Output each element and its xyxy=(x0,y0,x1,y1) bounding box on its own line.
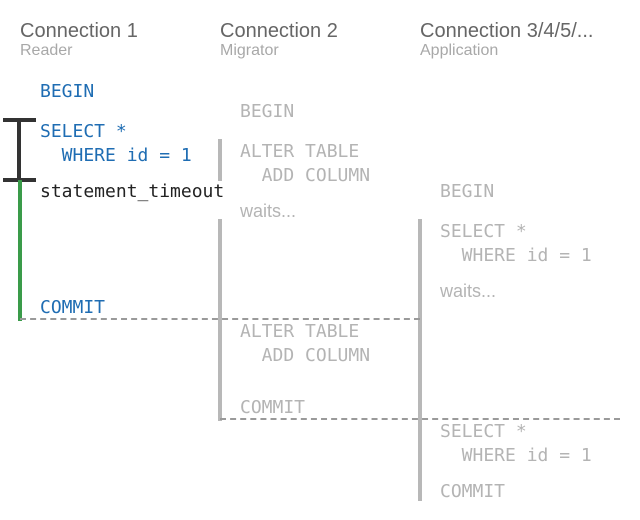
connection-1-statement-timeout: statement_timeout xyxy=(40,181,225,202)
connection-2-subtitle: Migrator xyxy=(220,42,279,59)
connection-1-green-bar xyxy=(18,180,22,321)
connection-2-alter-1-line-1: ALTER TABLE xyxy=(240,141,360,162)
connection-2-alter-1-line-2: ADD COLUMN xyxy=(240,165,371,186)
connection-1-select-line-1: SELECT * xyxy=(40,121,127,142)
connection-3-timeline-bar xyxy=(418,219,422,501)
connection-3-waits: waits... xyxy=(440,281,497,301)
connection-1-title: Connection 1 xyxy=(20,20,138,42)
connection-1-lock-bar xyxy=(17,120,21,180)
connection-3-title: Connection 3/4/5/... xyxy=(420,20,594,42)
connection-2-alter-2-line-2: ADD COLUMN xyxy=(240,345,371,366)
connection-1-begin: BEGIN xyxy=(40,81,95,102)
connection-3-begin: BEGIN xyxy=(440,181,495,202)
connection-1-commit: COMMIT xyxy=(40,297,106,318)
connection-2-title: Connection 2 xyxy=(220,20,338,42)
connection-2-timeline-bar-1 xyxy=(218,139,222,181)
connection-3-select-2-line-1: SELECT * xyxy=(440,421,527,442)
connection-2-alter-2-line-1: ALTER TABLE xyxy=(240,321,360,342)
connection-1-lock-top-tick xyxy=(3,118,36,122)
connection-3-select-2-line-2: WHERE id = 1 xyxy=(440,445,592,466)
connection-2-begin: BEGIN xyxy=(240,101,295,122)
connection-1-select-line-2: WHERE id = 1 xyxy=(40,145,192,166)
connection-2-timeline-bar-2 xyxy=(218,219,222,421)
connection-1-commit-dashed-line xyxy=(20,318,420,320)
connection-3-select-1-line-1: SELECT * xyxy=(440,221,527,242)
connection-3-commit: COMMIT xyxy=(440,481,506,502)
connection-2-commit: COMMIT xyxy=(240,397,306,418)
connection-2-commit-dashed-line xyxy=(220,418,620,420)
connection-2-waits: waits... xyxy=(240,201,297,221)
connection-3-subtitle: Application xyxy=(420,42,499,59)
connection-1-subtitle: Reader xyxy=(20,42,73,59)
connection-3-select-1-line-2: WHERE id = 1 xyxy=(440,245,592,266)
